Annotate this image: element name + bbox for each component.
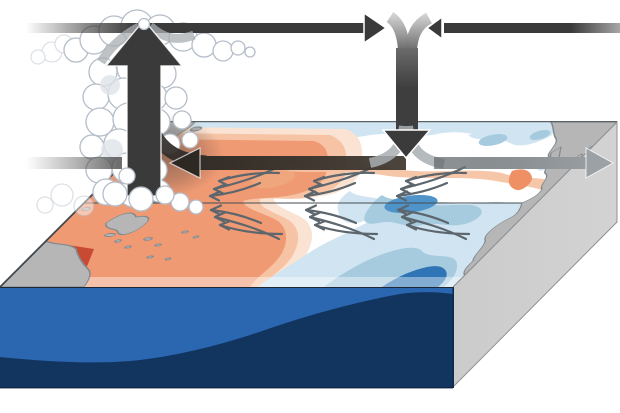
surface-eastward-arrowhead xyxy=(585,147,615,179)
updraft-outflow-curls xyxy=(97,22,196,65)
block-front-face xyxy=(0,286,454,389)
surface-inflow-west-bar xyxy=(26,157,122,169)
cool-north-patch xyxy=(468,124,553,146)
surface-westward-bar xyxy=(198,156,406,170)
front-top-edge xyxy=(0,286,453,288)
upper-flow-bar-west xyxy=(26,23,366,33)
land-new-guinea xyxy=(105,212,150,236)
land-australia xyxy=(0,240,91,287)
front-bottom-edge xyxy=(0,387,453,389)
coastal-warm-streak xyxy=(508,169,532,191)
upper-westward-arrowhead xyxy=(425,15,443,41)
upper-flow-bar-east xyxy=(444,23,620,33)
cold-core-south xyxy=(382,266,447,287)
upper-eastward-arrowhead xyxy=(363,11,388,45)
downdraft-arrowhead xyxy=(381,129,432,160)
cloud-front-puffs xyxy=(102,167,175,212)
cloud-tip-puff xyxy=(137,17,151,31)
cool-north-mid-1 xyxy=(478,134,508,146)
surface-westward-arrowhead xyxy=(168,147,201,179)
cloud-ghost-puffs xyxy=(30,34,95,217)
downdraft-shaft xyxy=(396,48,418,132)
front-right-edge xyxy=(452,287,454,388)
surface-eastward-bar xyxy=(434,157,588,169)
cold-core-equator xyxy=(384,195,438,213)
front-strip-highlight xyxy=(0,277,463,287)
cool-north-mid-2 xyxy=(529,130,551,140)
coastal-warm-band xyxy=(268,164,554,191)
thermocline-cold-water xyxy=(0,292,453,388)
